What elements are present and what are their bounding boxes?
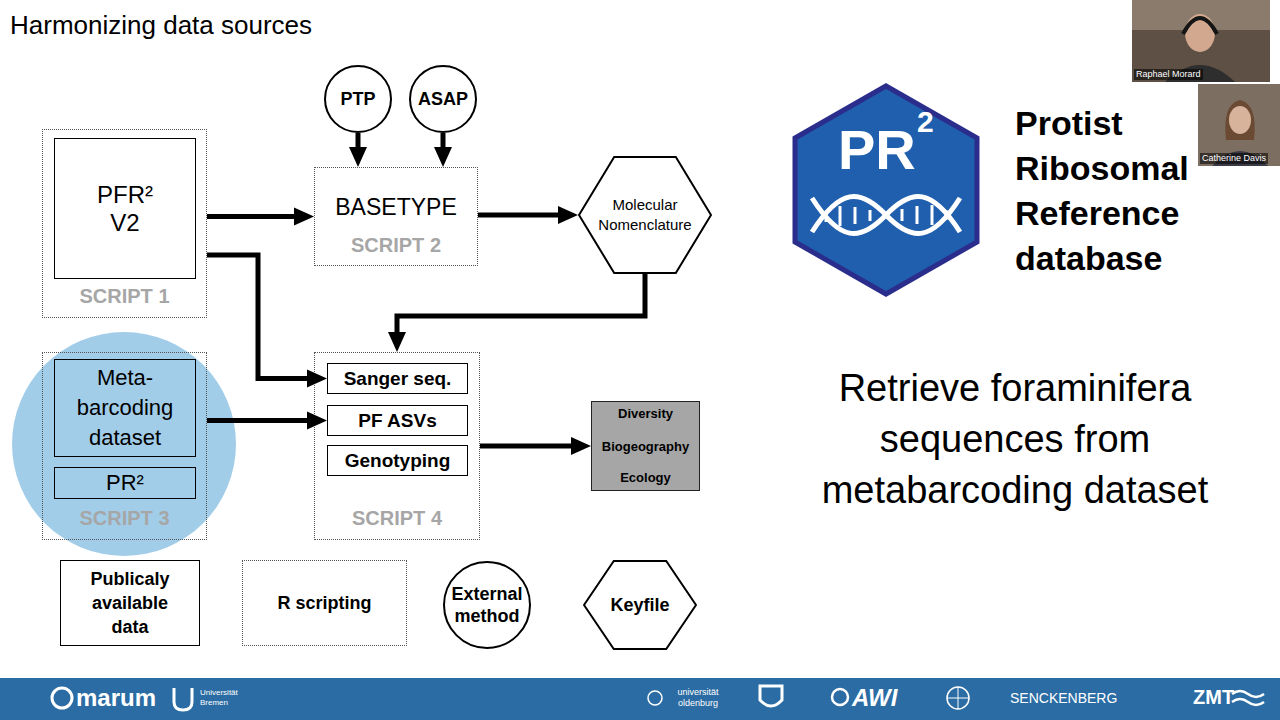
dna-strand <box>812 196 960 233</box>
logo-text: PR <box>838 116 916 183</box>
webcam-person <box>1225 100 1254 140</box>
flow-arrow <box>397 274 645 340</box>
hexagon-shape <box>584 561 696 649</box>
external-method-circle: PTP <box>324 65 392 133</box>
slide-title: Harmonizing data sources <box>10 10 312 41</box>
institution-logo: AWI <box>852 683 897 712</box>
node-label: PR² <box>106 470 144 496</box>
flow-arrow <box>207 418 315 423</box>
node-label: SCRIPT 3 <box>43 506 206 530</box>
legend-keyfile-hexagon: Keyfile <box>583 560 697 650</box>
logo-icon <box>52 688 72 708</box>
node-label: Diversity <box>592 406 699 422</box>
flow-arrow <box>207 255 315 379</box>
node-label: Sanger seq. <box>344 367 452 390</box>
hexagon-outline <box>578 156 712 274</box>
dna-rung <box>901 209 904 221</box>
dna-rung <box>825 214 828 222</box>
node-label: Molecular Nomenclature <box>590 195 700 235</box>
webcam-headphones <box>1183 18 1217 34</box>
institution-logo: ZMT <box>1193 685 1234 709</box>
highlight-circle <box>12 332 236 556</box>
dna-rung <box>839 206 842 226</box>
node-sublabel: Ecology <box>592 470 699 486</box>
institution-logo: SENCKENBERG <box>1010 690 1117 707</box>
node-label: PF ASVs <box>358 409 437 432</box>
data-box: PR² <box>54 467 196 499</box>
node-label: PFR² V2 <box>93 181 157 237</box>
logo-icon <box>832 689 848 705</box>
logo-icon <box>760 686 782 706</box>
dna-rung <box>854 207 857 224</box>
flow-arrow <box>478 213 566 218</box>
dna-rung <box>945 210 948 220</box>
dna-rung <box>931 205 934 225</box>
institution-logo: Universität Bremen <box>200 688 246 708</box>
participant-name: Raphael Morard <box>1134 69 1203 80</box>
dna-rung <box>869 210 872 221</box>
external-method-circle: ASAP <box>409 65 477 133</box>
node-sublabel: Biogeography <box>592 439 699 455</box>
legend-label: External method <box>445 583 529 627</box>
institution-logo: universität oldenburg <box>668 687 728 709</box>
legend-label: Publicaly available data <box>80 567 180 639</box>
logo-icon <box>174 688 192 710</box>
logo-icon <box>947 687 969 709</box>
node-label: PTP <box>340 88 375 110</box>
node-label: Genotyping <box>345 449 451 472</box>
script-box: SCRIPT 3 Meta- barcoding datasetPR² <box>42 352 207 540</box>
data-box: Meta- barcoding dataset <box>54 359 196 457</box>
flow-arrow <box>441 133 446 155</box>
node-sublabel: SCRIPT 2 <box>315 233 477 257</box>
footer-band <box>0 678 1280 720</box>
legend-data-box: Publicaly available data <box>60 560 200 646</box>
node-label: ASAP <box>418 88 468 110</box>
data-box: PFR² V2 <box>54 138 196 279</box>
flow-arrow <box>356 133 361 155</box>
output-box: Sanger seq. <box>327 363 468 394</box>
hexagon-shape <box>579 157 711 273</box>
keyfile-hexagon: Molecular Nomenclature <box>578 156 712 274</box>
institution-logo: marum <box>76 683 156 712</box>
slide-statement: Retrieve foraminifera sequences from met… <box>795 363 1235 516</box>
script-box: BASETYPE SCRIPT 2 <box>314 167 478 266</box>
node-label: SCRIPT 4 <box>315 506 479 530</box>
script-box: SCRIPT 4 Sanger seq. PF ASVsGenotyping <box>314 352 480 540</box>
flow-arrow <box>207 214 302 219</box>
node-label: SCRIPT 1 <box>43 284 206 308</box>
dna-rungs <box>826 205 946 226</box>
logo-icon <box>947 687 969 709</box>
result-box: DiversityBiogeographyEcology <box>591 401 700 491</box>
flow-arrow <box>480 444 579 449</box>
dna-rung <box>916 206 919 224</box>
node-label: BASETYPE <box>315 193 477 221</box>
logo-icon <box>648 691 662 705</box>
logo-superscript: 2 <box>917 104 934 140</box>
output-box: PF ASVs <box>327 405 468 436</box>
webcam-frame <box>1198 84 1280 166</box>
node-label: Meta- barcoding dataset <box>70 363 180 453</box>
legend-label: Keyfile <box>590 594 690 616</box>
legend-label: R scripting <box>250 591 400 615</box>
participant-name: Catherine Davis <box>1200 153 1268 164</box>
script-box: SCRIPT 1 PFR² V2 <box>42 129 207 318</box>
legend-method-circle: External method <box>443 561 531 649</box>
webcam-frame <box>1132 0 1270 82</box>
output-box: Genotyping <box>327 445 468 476</box>
legend-script-box: R scripting <box>242 560 407 646</box>
database-name: Protist Ribosomal Reference database <box>1015 101 1215 281</box>
logo-hexagon <box>795 86 977 294</box>
logo-icon <box>1232 691 1264 705</box>
dna-strand <box>812 196 960 233</box>
webcam-person <box>1229 106 1251 134</box>
